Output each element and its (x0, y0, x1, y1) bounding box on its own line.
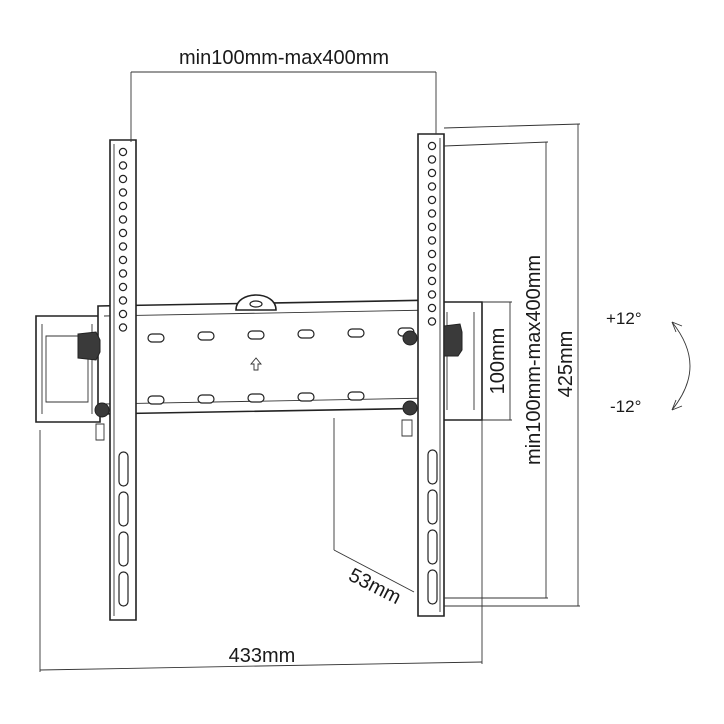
mounting-hole (427, 182, 437, 191)
slot (347, 391, 365, 401)
lock-bolt-left (94, 402, 110, 418)
slot (247, 393, 265, 403)
tilt-arc (671, 321, 691, 411)
tilt-knob-right (443, 323, 463, 357)
mounting-hole (118, 174, 128, 184)
mounting-hole (118, 282, 128, 292)
mounting-hole (118, 201, 128, 211)
mounting-hole (427, 209, 437, 218)
vertical-vesa-label: min100mm-max400mm (523, 255, 545, 465)
slot (197, 394, 215, 404)
slot (197, 331, 215, 341)
plate-height-label: 100mm (487, 328, 509, 395)
mounting-hole (427, 141, 437, 151)
mounting-hole (118, 296, 128, 305)
mounting-hole (427, 222, 437, 232)
mounting-hole (118, 188, 128, 197)
mounting-hole (118, 269, 128, 278)
mounting-hole (427, 155, 437, 164)
mounting-hole (427, 303, 437, 313)
right-arm (401, 133, 463, 617)
slot (297, 392, 315, 402)
left-arm (77, 139, 137, 621)
slot (247, 330, 265, 340)
up-arrow-icon (250, 357, 262, 371)
mounting-hole (427, 276, 437, 286)
wall-plate-right-cap (439, 301, 483, 421)
mounting-hole (118, 242, 128, 251)
mounting-hole (118, 215, 128, 224)
slot (147, 333, 165, 343)
mounting-hole (427, 263, 437, 272)
mounting-hole (118, 161, 128, 170)
mounting-hole (427, 290, 437, 299)
mounting-hole (118, 147, 128, 157)
tilt-down-label: -12° (610, 397, 641, 416)
slot (347, 328, 365, 338)
mounting-hole (427, 195, 437, 205)
arm-height-label: 425mm (555, 331, 577, 398)
slot (147, 395, 165, 405)
mounting-hole (118, 255, 128, 265)
plate-width-label: 433mm (229, 645, 296, 667)
mounting-hole (427, 236, 437, 245)
mounting-hole (427, 317, 437, 326)
dimension-lines (39, 71, 691, 672)
mounting-hole (118, 228, 128, 238)
tilt-knob-left (77, 331, 101, 361)
mounting-hole (427, 249, 437, 259)
mounting-hole (427, 168, 437, 178)
mounting-hole (118, 309, 128, 319)
horizontal-vesa-label: min100mm-max400mm (179, 47, 389, 69)
tilt-up-label: +12° (606, 309, 642, 328)
lock-bolt-right (402, 400, 418, 416)
mounting-hole (118, 323, 128, 332)
slot (297, 329, 315, 339)
